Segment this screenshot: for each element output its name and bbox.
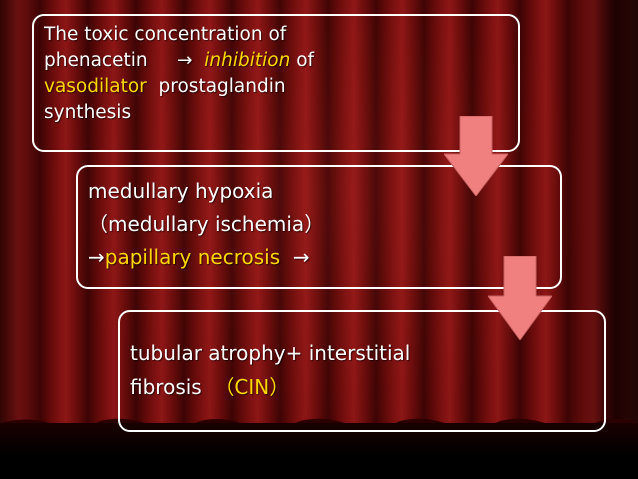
outcome-line-1: tubular atrophy+ interstitial [130, 341, 411, 365]
cause-line-2: phenacetin → inhibition of [44, 48, 508, 74]
effect-line-2: （medullary ischemia） [88, 212, 325, 236]
outcome-term-cin: （CIN） [214, 375, 290, 399]
cause-term-prostaglandin: prostaglandin [158, 76, 286, 97]
right-arrow-icon: → [177, 50, 193, 71]
cause-box: The toxic concentration of phenacetin → … [32, 14, 520, 152]
stage-floor [0, 423, 638, 479]
outcome-line-2: fibrosis （CIN） [130, 370, 594, 404]
effect-line-1: medullary hypoxia [88, 179, 274, 203]
right-arrow-icon: → [292, 245, 310, 269]
outcome-term-fibrosis: fibrosis [130, 375, 202, 399]
flow-arrow-down-icon [488, 256, 552, 340]
outcome-box: tubular atrophy+ interstitial fibrosis （… [118, 310, 606, 432]
effect-box: medullary hypoxia （medullary ischemia） →… [76, 165, 562, 289]
effect-line-3: →papillary necrosis → [88, 241, 550, 274]
right-arrow-icon: → [88, 245, 105, 269]
curtain-right-shadow [568, 0, 638, 479]
cause-line-1: The toxic concentration of [44, 24, 287, 45]
cause-term-phenacetin: phenacetin [44, 50, 148, 71]
effect-term-papillary-necrosis: papillary necrosis [104, 245, 281, 269]
cause-term-inhibition: inhibition [204, 50, 291, 71]
cause-word-of: of [296, 50, 315, 71]
cause-line-4: synthesis [44, 102, 132, 123]
cause-line-3: vasodilator prostaglandin [44, 74, 508, 100]
flow-arrow-down-icon [444, 116, 508, 196]
cause-term-vasodilator: vasodilator [44, 76, 147, 97]
